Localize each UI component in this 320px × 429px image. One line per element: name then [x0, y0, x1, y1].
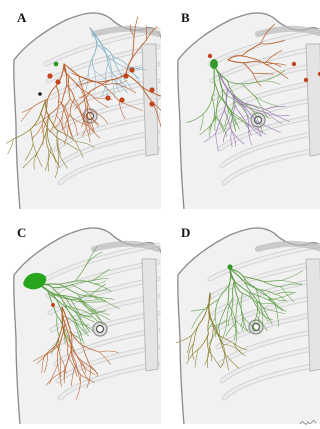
lymph-node-red [47, 73, 52, 78]
panel-a: A [6, 4, 161, 209]
chest-wall-outline [178, 13, 320, 209]
lymph-node-red [55, 79, 60, 84]
nipple [97, 326, 104, 333]
lymph-node-green [210, 59, 218, 69]
lymph-node-dark [38, 92, 42, 96]
panel-b: B [170, 4, 320, 209]
panel-a-drawing [6, 4, 161, 209]
chest-wall-outline [14, 228, 161, 424]
panel-b-drawing [170, 4, 320, 209]
lymph-node-red [129, 67, 134, 72]
panel-a-label: A [17, 10, 26, 26]
lymph-node-red [292, 62, 296, 66]
panel-d-label: D [181, 225, 190, 241]
panel-d: D [170, 219, 320, 424]
lymph-node-red [51, 303, 55, 307]
panel-c-drawing [6, 219, 161, 424]
lymph-node-green [227, 264, 232, 269]
panel-c: C [6, 219, 161, 424]
lymph-node-red [149, 87, 154, 92]
lymph-node-red [123, 73, 128, 78]
lymph-node-green [54, 62, 59, 67]
panel-b-label: B [181, 10, 190, 26]
lymph-node-red [105, 95, 110, 100]
artist-signature [299, 419, 317, 426]
lymph-node-red [149, 101, 154, 106]
lymph-node-red [119, 97, 124, 102]
panel-d-drawing [170, 219, 320, 424]
lymph-node-red [304, 78, 308, 82]
lymphatic-vessel-olive [8, 139, 14, 154]
panel-c-label: C [17, 225, 26, 241]
lymph-node-red [208, 54, 212, 58]
